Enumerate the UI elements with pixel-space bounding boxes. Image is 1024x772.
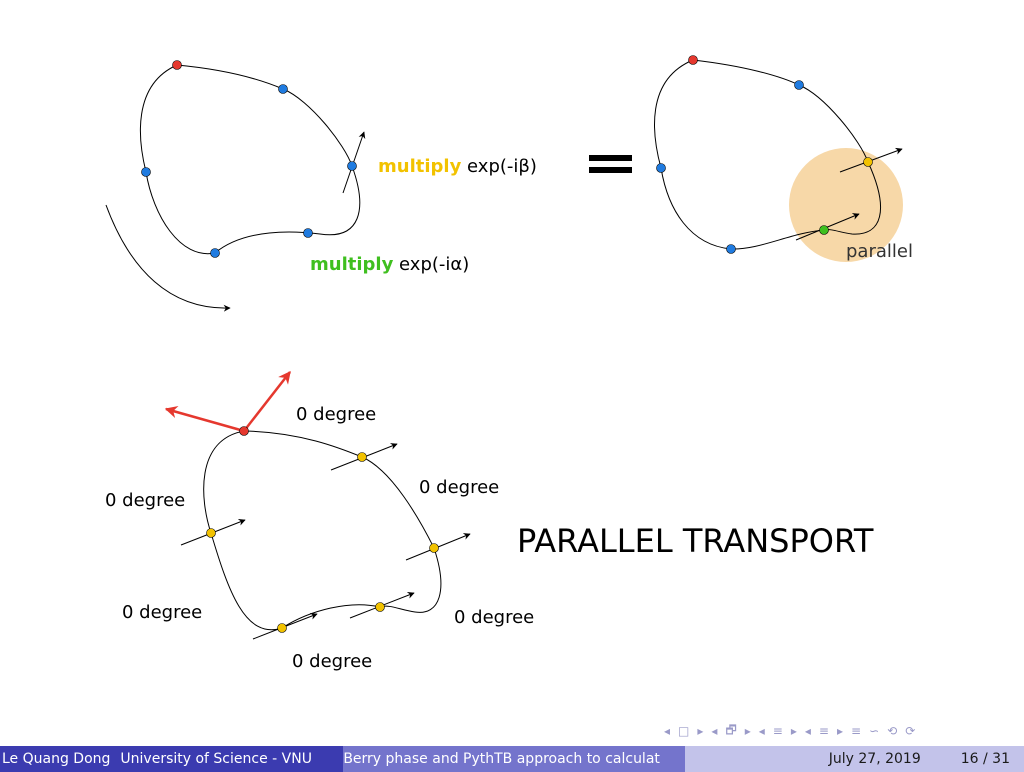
blue-point — [726, 244, 736, 254]
label-zero-degree: 0 degree — [122, 602, 202, 623]
footer-date-section: July 27, 2019 16 / 31 — [684, 746, 1024, 772]
red-point — [239, 426, 249, 436]
motion-arrow-curve — [105, 204, 231, 312]
red-vector-arrow — [243, 371, 291, 432]
blue-point — [303, 228, 313, 238]
yellow-point — [863, 157, 873, 167]
label-parallel: parallel — [846, 241, 913, 262]
footer-page-number: 16 / 31 — [960, 751, 1010, 767]
red-point — [172, 60, 182, 70]
nav-next-subsection-icon[interactable]: ▸ — [744, 724, 751, 738]
bottom-loop-curve — [203, 430, 442, 631]
parallel-transport-title: PARALLEL TRANSPORT — [517, 522, 874, 560]
nav-prev-frame-icon[interactable]: ◂ — [664, 724, 671, 738]
blue-point — [656, 163, 666, 173]
footer-bar: Le Quang Dong University of Science - VN… — [0, 746, 1024, 772]
blue-point — [794, 80, 804, 90]
label-zero-degree: 0 degree — [419, 477, 499, 498]
footer-title: Berry phase and PythTB approach to calcu… — [343, 746, 685, 772]
nav-search-icon[interactable]: ∽ — [869, 724, 880, 738]
bottom-loop-diagram — [164, 371, 471, 640]
footer-author: Le Quang Dong — [2, 751, 111, 767]
nav-forward-icon[interactable]: ⟳ — [905, 724, 916, 738]
green-point — [819, 225, 829, 235]
nav-prev-subsection-icon[interactable]: ◂ — [711, 724, 718, 738]
yellow-point — [357, 452, 367, 462]
beamer-navigation: ◂ □ ▸ ◂ 🗗 ▸ ◂ ≡ ▸ ◂ ≡ ▸ ≡ ∽ ⟲ ⟳ — [664, 722, 915, 740]
nav-prev-section-icon[interactable]: ◂ — [758, 724, 765, 738]
label-zero-degree: 0 degree — [292, 651, 372, 672]
nav-appendix-icon[interactable]: ≡ — [851, 724, 862, 738]
blue-point — [278, 84, 288, 94]
footer-date: July 27, 2019 — [828, 751, 921, 767]
top-right-loop-diagram — [654, 55, 903, 262]
nav-back-icon[interactable]: ⟲ — [887, 724, 898, 738]
footer-author-section: Le Quang Dong University of Science - VN… — [0, 746, 344, 772]
nav-frame-icon[interactable]: □ — [678, 724, 690, 738]
nav-doc-icon[interactable]: ≡ — [818, 724, 829, 738]
yellow-point — [206, 528, 216, 538]
top-left-loop-diagram — [105, 60, 366, 312]
red-point — [688, 55, 698, 65]
blue-point — [141, 167, 151, 177]
nav-next-section-icon[interactable]: ▸ — [790, 724, 797, 738]
footer-institute: University of Science - VNU — [120, 751, 312, 767]
nav-next-frame-icon[interactable]: ▸ — [697, 724, 704, 738]
label-zero-degree: 0 degree — [105, 490, 185, 511]
top-left-loop-curve — [139, 64, 361, 255]
nav-prev-doc-icon[interactable]: ◂ — [804, 724, 811, 738]
blue-point — [210, 248, 220, 258]
label-zero-degree: 0 degree — [454, 607, 534, 628]
yellow-point — [429, 543, 439, 553]
nav-next-doc-icon[interactable]: ▸ — [836, 724, 843, 738]
label-multiply-beta: multiply exp(-iβ) — [378, 156, 537, 177]
equals-sign — [589, 155, 632, 173]
label-multiply-alpha: multiply exp(-iα) — [310, 254, 469, 275]
yellow-point — [277, 623, 287, 633]
nav-section-icon[interactable]: ≡ — [772, 724, 783, 738]
yellow-point — [375, 602, 385, 612]
nav-subsection-icon[interactable]: 🗗 — [725, 722, 737, 737]
label-zero-degree: 0 degree — [296, 404, 376, 425]
red-vector-arrow — [164, 406, 245, 433]
blue-point — [347, 161, 357, 171]
